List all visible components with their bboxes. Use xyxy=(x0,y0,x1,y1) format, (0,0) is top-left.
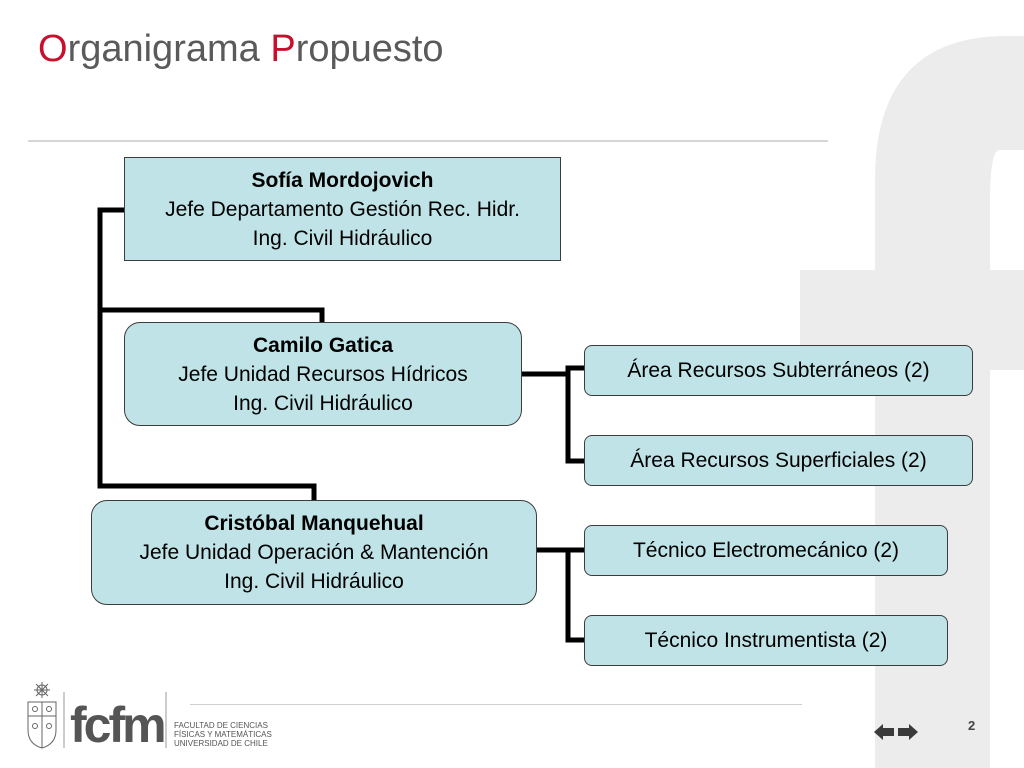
node-unit-ops-role: Jefe Unidad Operación & Mantención xyxy=(139,541,489,564)
arrow-left-icon[interactable] xyxy=(874,724,894,740)
node-unit-ops: Cristóbal Manquehual Jefe Unidad Operaci… xyxy=(91,500,537,605)
node-head-degree: Ing. Civil Hidráulico xyxy=(252,226,433,250)
connector-head-to-hydro xyxy=(97,307,325,326)
title-initial-1: O xyxy=(38,28,68,70)
title-divider xyxy=(28,140,828,142)
node-unit-hydro-degree: Ing. Civil Hidráulico xyxy=(233,391,413,415)
footer-faculty-line-3: UNIVERSIDAD DE CHILE xyxy=(174,739,268,748)
connector-ops-branch xyxy=(534,547,587,643)
node-unit-hydro-role: Jefe Unidad Recursos Hídricos xyxy=(178,362,468,386)
title-initial-2: P xyxy=(270,28,296,70)
title-rest-2: ropuesto xyxy=(295,28,444,70)
node-unit-hydro: Camilo Gatica Jefe Unidad Recursos Hídri… xyxy=(124,322,522,426)
footer-brand: fcfm xyxy=(70,697,164,752)
footer-divider xyxy=(190,704,802,705)
footer-faculty-line-1: FACULTAD DE CIENCIAS xyxy=(174,721,268,730)
node-unit-ops-degree: Ing. Civil Hidráulico xyxy=(224,570,404,593)
title-rest-1: rganigrama xyxy=(67,28,271,70)
university-crest-icon xyxy=(27,682,57,749)
node-area-surface: Área Recursos Superficiales (2) xyxy=(584,435,973,486)
node-head-name: Sofía Mordojovich xyxy=(251,168,434,192)
arrow-right-icon[interactable] xyxy=(898,724,918,740)
node-unit-ops-name: Cristóbal Manquehual xyxy=(204,512,424,535)
node-tech-instrument-label: Técnico Instrumentista (2) xyxy=(644,629,888,652)
footer-logo: fcfm FACULTAD DE CIENCIAS FÍSICAS Y MATE… xyxy=(27,682,272,752)
slide-nav xyxy=(874,724,918,740)
node-tech-instrument: Técnico Instrumentista (2) xyxy=(584,615,948,666)
slide-title: Organigrama Propuesto xyxy=(38,28,444,71)
connector-hydro-branch xyxy=(519,365,587,464)
page-number: 2 xyxy=(968,718,976,733)
node-area-groundwater-label: Área Recursos Subterráneos (2) xyxy=(627,359,930,382)
node-tech-electromech: Técnico Electromecánico (2) xyxy=(584,525,948,576)
node-tech-electromech-label: Técnico Electromecánico (2) xyxy=(632,539,900,562)
node-area-surface-label: Área Recursos Superficiales (2) xyxy=(630,449,927,472)
footer-faculty-line-2: FÍSICAS Y MATEMÁTICAS xyxy=(174,730,272,739)
node-unit-hydro-name: Camilo Gatica xyxy=(252,333,394,357)
node-head-role: Jefe Departamento Gestión Rec. Hidr. xyxy=(165,197,520,221)
connector-head-spine xyxy=(97,207,317,503)
node-head: Sofía Mordojovich Jefe Departamento Gest… xyxy=(124,157,561,261)
node-area-groundwater: Área Recursos Subterráneos (2) xyxy=(584,345,973,396)
